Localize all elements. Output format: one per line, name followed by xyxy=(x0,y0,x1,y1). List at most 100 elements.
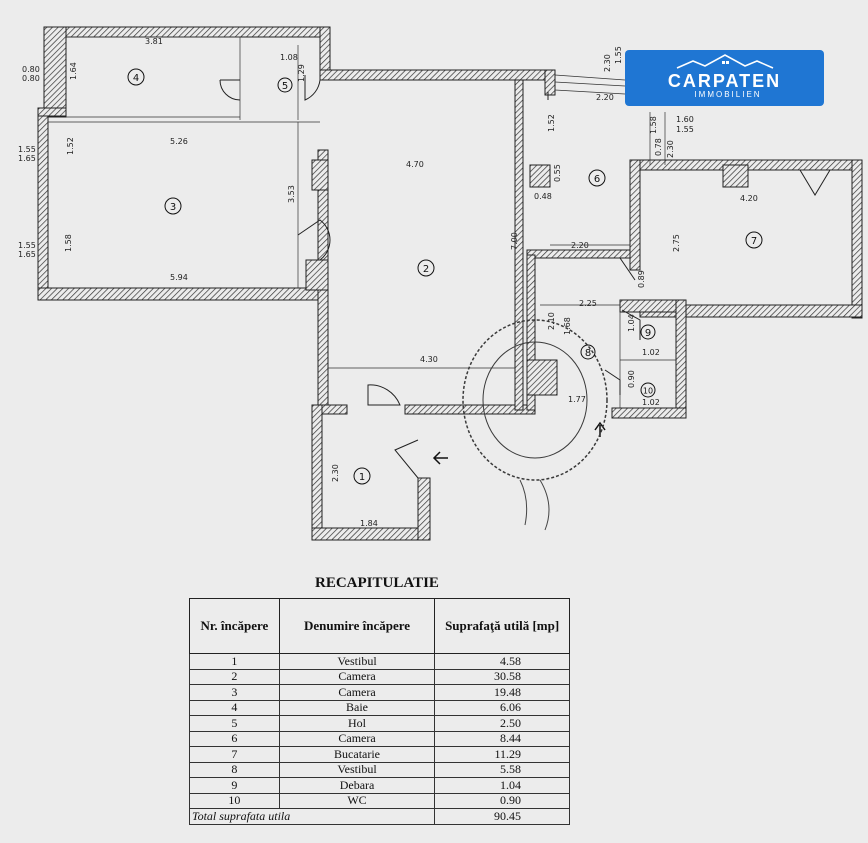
area-cell: 4.58 xyxy=(434,653,570,670)
area-cell: 30.58 xyxy=(434,668,570,685)
logo-name: CARPATEN xyxy=(667,71,782,91)
dimension-label: 2.30 xyxy=(666,140,675,158)
dimension-label: 2.20 xyxy=(571,241,589,250)
carpaten-logo: CARPATEN IMMOBILIEN xyxy=(625,50,824,106)
dimension-label: 1.77 xyxy=(568,395,586,404)
dimension-label: 1.58 xyxy=(649,116,658,134)
dimension-label: 7.00 xyxy=(510,232,519,250)
area-cell: 8.44 xyxy=(434,730,570,747)
dimension-label: 4.70 xyxy=(406,160,424,169)
area-cell: 19.48 xyxy=(434,684,570,701)
room-name-cell: Camera xyxy=(278,730,436,747)
room-number-cell: 4 xyxy=(189,699,280,716)
dimension-label: 1.64 xyxy=(69,62,78,80)
room-number-cell: 1 xyxy=(189,653,280,670)
room-number: 1 xyxy=(359,472,365,483)
room-number-cell: 10 xyxy=(189,792,280,809)
dimension-label: 5.26 xyxy=(170,137,188,146)
room-number: 2 xyxy=(423,264,429,275)
house-roof-icon xyxy=(676,54,774,69)
dimension-label: 1.68 xyxy=(563,317,572,335)
dimension-label: 1.02 xyxy=(642,398,660,407)
dimension-label: 1.04 xyxy=(627,314,636,332)
dimension-label: 1.08 xyxy=(280,53,298,62)
room-number-cell: 9 xyxy=(189,777,280,794)
area-cell: 6.06 xyxy=(434,699,570,716)
room-number: 7 xyxy=(751,236,757,247)
dimension-label: 0.48 xyxy=(534,192,552,201)
dimension-lines xyxy=(554,74,666,165)
room-number: 6 xyxy=(594,174,600,185)
header-area: Suprafaţă utilă [mp] xyxy=(434,598,570,654)
room-number: 9 xyxy=(645,328,651,339)
dimension-label: 1.02 xyxy=(642,348,660,357)
dimension-label: 0.80 xyxy=(22,74,40,83)
room-name-cell: WC xyxy=(278,792,436,809)
room-number: 8 xyxy=(585,348,591,359)
dimension-label: 0.80 xyxy=(22,65,40,74)
room-name-cell: Camera xyxy=(278,668,436,685)
dimension-label: 0.89 xyxy=(637,270,646,288)
dimension-label: 1.65 xyxy=(18,250,36,259)
room-number-cell: 6 xyxy=(189,730,280,747)
summary-title: RECAPITULATIE xyxy=(315,575,439,591)
interior-lines xyxy=(48,36,676,408)
area-cell: 1.04 xyxy=(434,777,570,794)
area-cell: 5.58 xyxy=(434,761,570,778)
walls xyxy=(37,26,863,541)
dimension-label: 0.78 xyxy=(654,138,663,156)
room-name-cell: Hol xyxy=(278,715,436,732)
seal-stamp xyxy=(462,319,608,531)
dimension-label: 1.55 xyxy=(18,145,36,154)
room-name-cell: Camera xyxy=(278,684,436,701)
room-number-cell: 5 xyxy=(189,715,280,732)
room-number-cell: 8 xyxy=(189,761,280,778)
room-number: 3 xyxy=(170,202,176,213)
dimension-label: 2.20 xyxy=(596,93,614,102)
dimension-label: 4.30 xyxy=(420,355,438,364)
area-cell: 2.50 xyxy=(434,715,570,732)
dimension-label: 2.30 xyxy=(331,464,340,482)
dimension-label: 1.52 xyxy=(547,114,556,132)
dimension-label: 0.90 xyxy=(627,370,636,388)
table-header-row: Nr. încăpere Denumire încăpere Suprafaţă… xyxy=(189,598,570,654)
dimension-label: 1.58 xyxy=(64,234,73,252)
room-name-cell: Baie xyxy=(278,699,436,716)
dimension-label: 3.53 xyxy=(287,185,296,203)
room-number-cell: 7 xyxy=(189,746,280,763)
dimension-label: 1.55 xyxy=(614,46,623,64)
room-name-cell: Bucatarie xyxy=(278,746,436,763)
dimension-label: 1.84 xyxy=(360,519,378,528)
dimension-label: 3.81 xyxy=(145,37,163,46)
room-number-cell: 2 xyxy=(189,668,280,685)
entry-arrow-icon xyxy=(432,421,606,465)
dimension-label: 2.75 xyxy=(672,234,681,252)
area-cell: 11.29 xyxy=(434,746,570,763)
dimension-label: 2.25 xyxy=(579,299,597,308)
dimension-label: 1.29 xyxy=(297,64,306,82)
room-number: 5 xyxy=(282,81,288,92)
doors xyxy=(219,75,831,479)
floor-plan: 1 2 3 4 5 6 7 8 9 10 3.81 1.08 1.64 1.29… xyxy=(18,26,863,541)
room-name-cell: Vestibul xyxy=(278,761,436,778)
dimension-label: 2.30 xyxy=(603,54,612,72)
room-number: 4 xyxy=(133,73,139,84)
header-room-name: Denumire încăpere xyxy=(278,598,436,654)
summary-table: Nr. încăpere Denumire încăpere Suprafaţă… xyxy=(188,598,570,825)
header-room-number: Nr. încăpere xyxy=(189,598,280,654)
dimension-label: 1.55 xyxy=(18,241,36,250)
area-cell: 0.90 xyxy=(434,792,570,809)
dimension-label: 4.20 xyxy=(740,194,758,203)
dimension-label: 0.55 xyxy=(553,164,562,182)
room-name-cell: Vestibul xyxy=(278,653,436,670)
dimension-label: 2.10 xyxy=(547,312,556,330)
